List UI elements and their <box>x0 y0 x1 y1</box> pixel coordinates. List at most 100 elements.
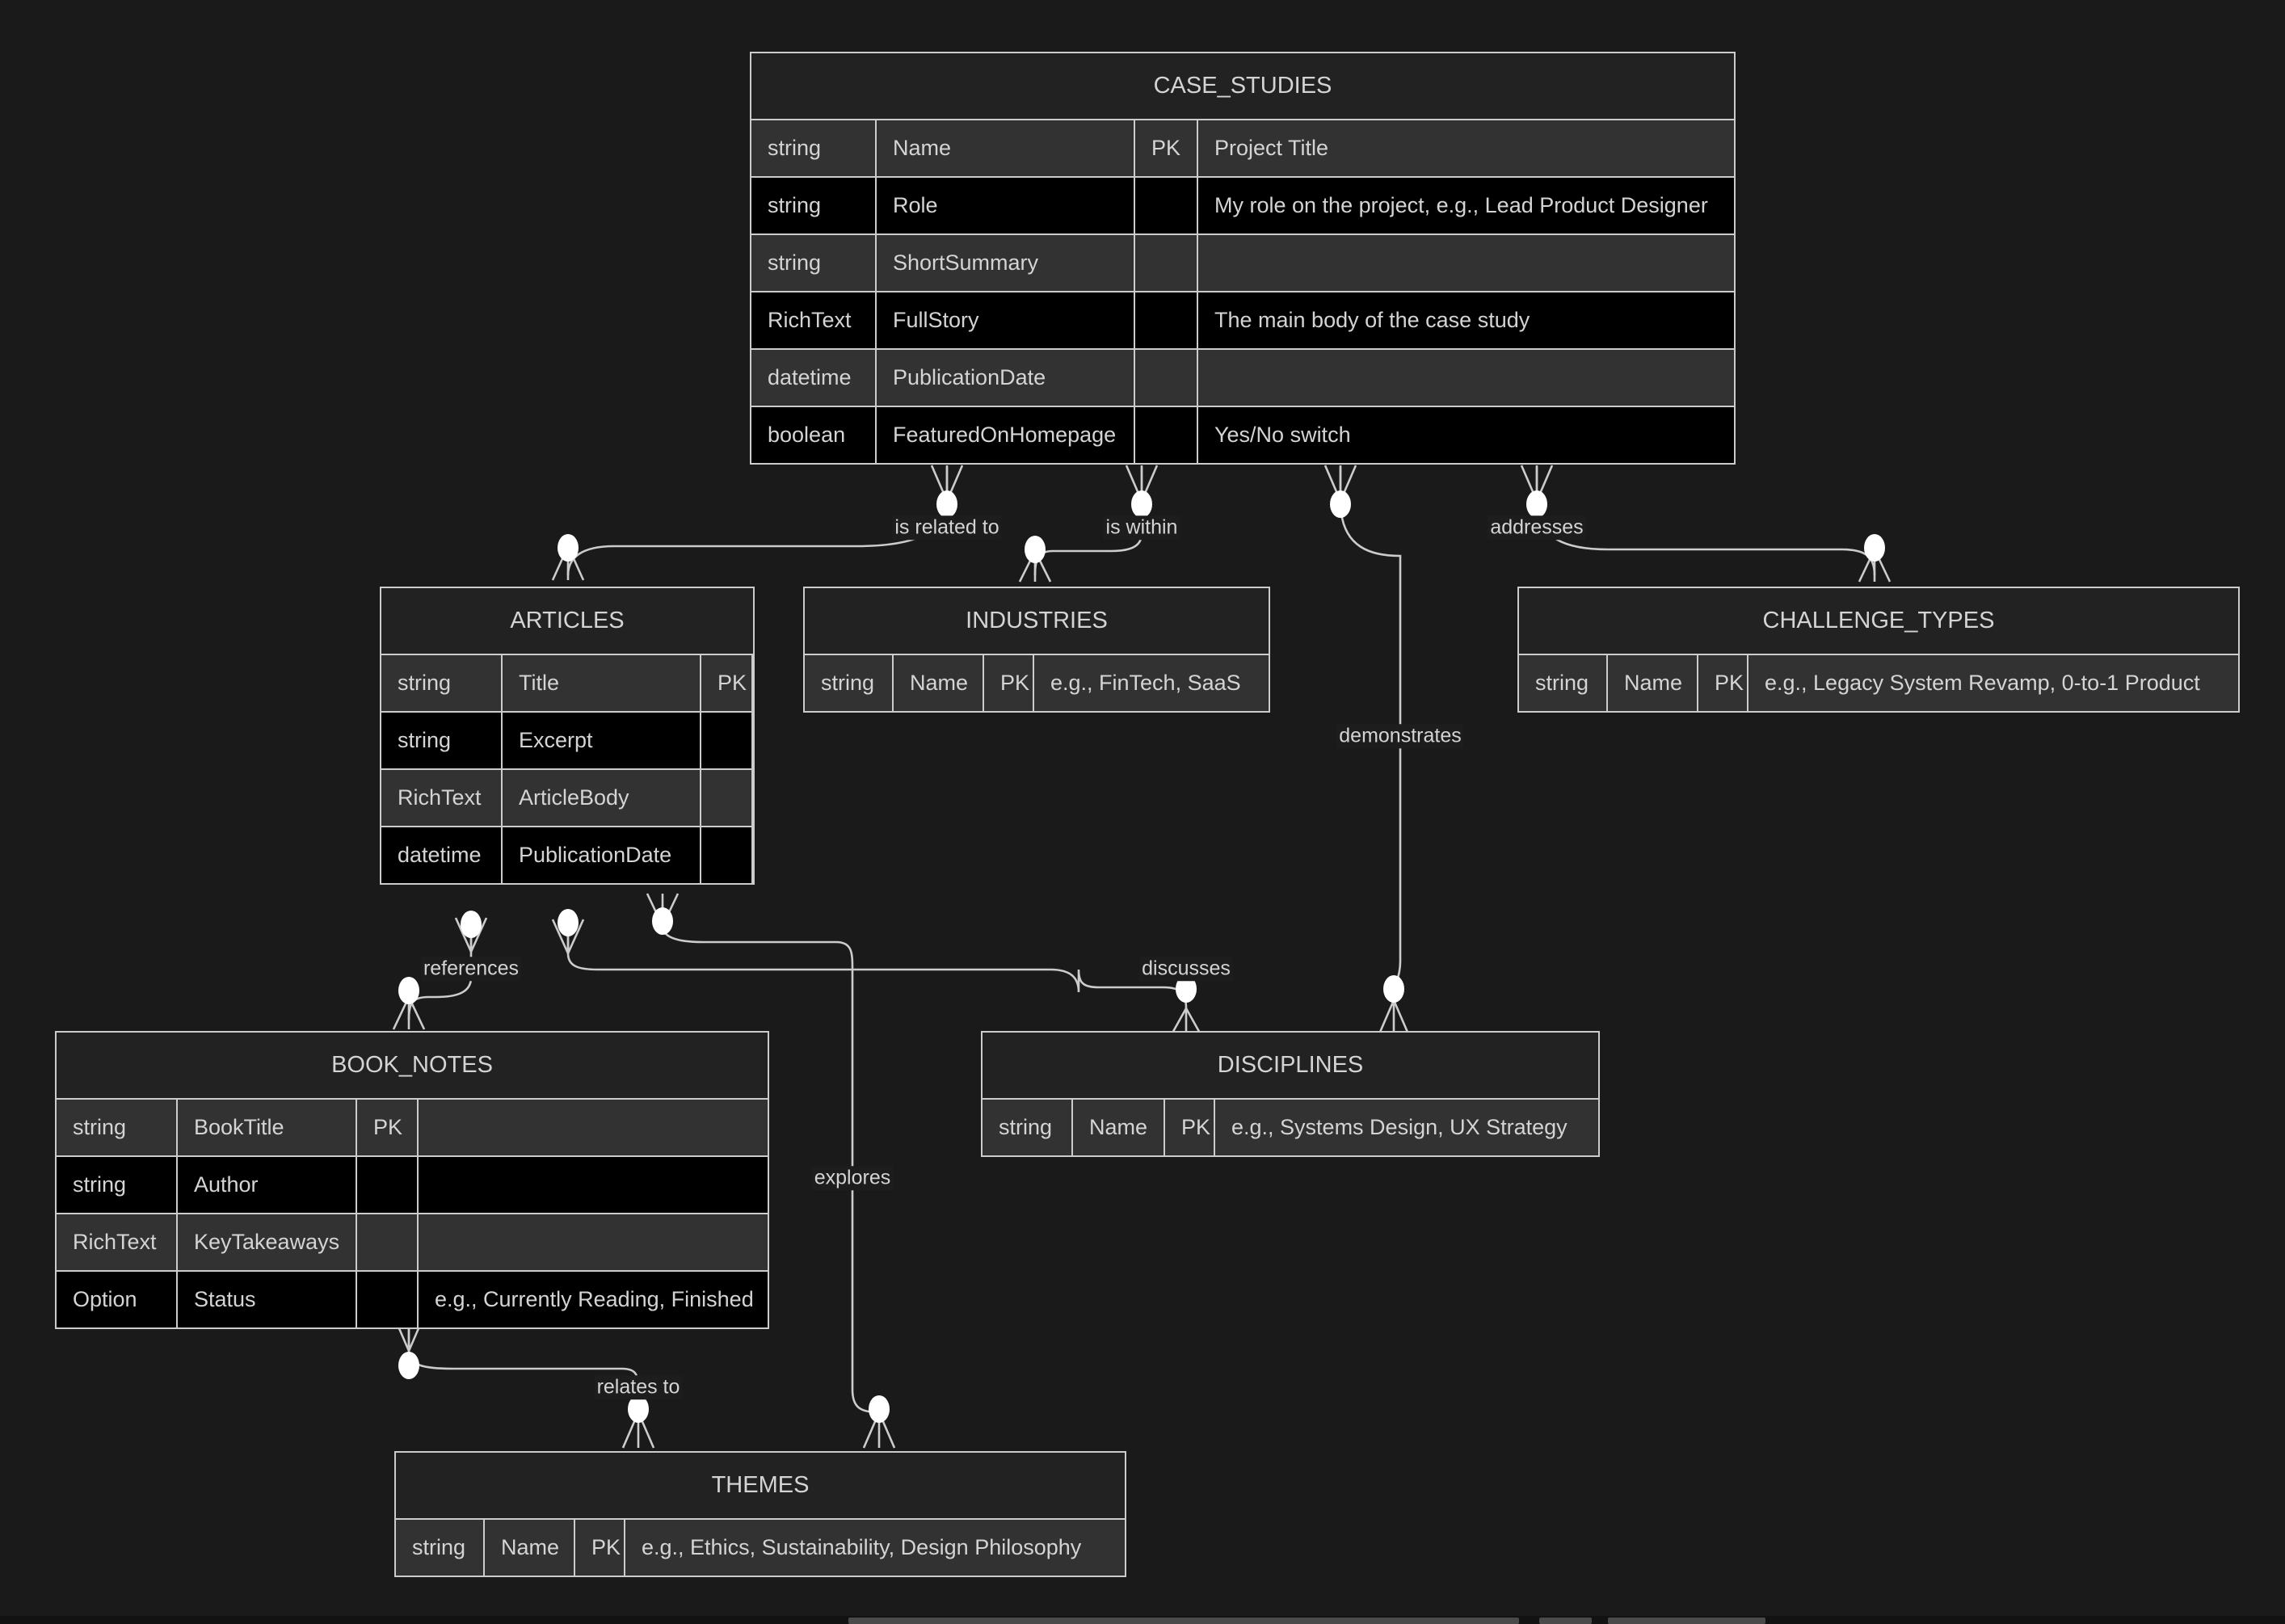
attribute-comment: e.g., Ethics, Sustainability, Design Phi… <box>642 1535 1082 1559</box>
attribute-comment <box>1198 235 1734 291</box>
entity-title-book_notes: BOOK_NOTES <box>57 1033 768 1100</box>
attribute-comment <box>753 655 785 711</box>
attribute-key: PK <box>1165 1100 1215 1156</box>
attribute-key: PK <box>1698 655 1748 712</box>
rel-relates-to-label: relates to <box>594 1375 683 1399</box>
attribute-comment: Yes/No switch <box>1214 423 1351 448</box>
rel-addresses-label: addresses <box>1488 515 1586 540</box>
attribute-comment <box>1198 350 1734 406</box>
attribute-comment <box>753 827 785 883</box>
attribute-key <box>1135 178 1198 234</box>
attribute-comment: e.g., FinTech, SaaS <box>1050 671 1241 695</box>
attribute-field: Status <box>178 1272 357 1328</box>
rel-demonstrates-label: demonstrates <box>1336 724 1464 748</box>
attribute-field: ShortSummary <box>877 235 1135 292</box>
attribute-key <box>1135 292 1198 349</box>
attribute-field: Title <box>503 655 701 712</box>
attribute-comment: e.g., Systems Design, UX Strategy <box>1231 1115 1568 1139</box>
attribute-comment <box>419 1214 768 1270</box>
attribute-field: KeyTakeaways <box>178 1214 357 1271</box>
attribute-field: Author <box>178 1157 357 1214</box>
attribute-field: FullStory <box>877 292 1135 349</box>
attribute-type: datetime <box>381 827 503 884</box>
attribute-type: string <box>57 1100 178 1156</box>
bottom-toolbar-strip[interactable] <box>0 1616 2285 1624</box>
toolbar-segment-2[interactable] <box>1608 1618 1765 1624</box>
attribute-field: Name <box>1608 655 1698 712</box>
attribute-key <box>701 713 753 769</box>
attribute-type: boolean <box>751 407 877 464</box>
attribute-comment <box>419 1100 768 1155</box>
attribute-key: PK <box>575 1520 625 1576</box>
attribute-key <box>357 1157 419 1214</box>
attribute-field: Name <box>894 655 984 712</box>
attribute-key <box>357 1272 419 1328</box>
attribute-key <box>1135 350 1198 406</box>
attribute-comment: e.g., Currently Reading, Finished <box>435 1287 754 1312</box>
attribute-type: datetime <box>751 350 877 406</box>
rel-is-related-to-label: is related to <box>892 515 1002 540</box>
attribute-type: string <box>396 1520 485 1576</box>
attribute-type: string <box>751 120 877 177</box>
attribute-key: PK <box>357 1100 419 1156</box>
entity-title-themes: THEMES <box>396 1453 1125 1520</box>
attribute-field: Role <box>877 178 1135 234</box>
attribute-type: Option <box>57 1272 178 1328</box>
rel-references-label: references <box>420 957 522 981</box>
attribute-type: string <box>1519 655 1608 712</box>
attribute-field: BookTitle <box>178 1100 357 1156</box>
entity-title-challenge_types: CHALLENGE_TYPES <box>1519 588 2238 655</box>
entity-title-disciplines: DISCIPLINES <box>983 1033 1598 1100</box>
attribute-type: string <box>57 1157 178 1214</box>
attribute-type: RichText <box>381 770 503 827</box>
attribute-field: Name <box>877 120 1135 177</box>
attribute-comment: e.g., Legacy System Revamp, 0-to-1 Produ… <box>1765 671 2200 695</box>
attribute-field: Excerpt <box>503 713 701 769</box>
attribute-field: PublicationDate <box>503 827 701 884</box>
entity-title-industries: INDUSTRIES <box>805 588 1269 655</box>
attribute-comment: Project Title <box>1214 136 1329 160</box>
toolbar-segment-1[interactable] <box>1539 1618 1592 1624</box>
attribute-key: PK <box>701 655 753 712</box>
attribute-comment <box>753 713 785 768</box>
attribute-key: PK <box>1135 120 1198 177</box>
attribute-key <box>1135 407 1198 464</box>
entity-title-case_studies: CASE_STUDIES <box>751 53 1734 120</box>
toolbar-segment-0[interactable] <box>848 1618 1519 1624</box>
attribute-field: FeaturedOnHomepage <box>877 407 1135 464</box>
attribute-key <box>701 827 753 884</box>
attribute-field: PublicationDate <box>877 350 1135 406</box>
attribute-comment: The main body of the case study <box>1214 308 1530 333</box>
attribute-type: string <box>381 655 503 712</box>
rel-is-within-label: is within <box>1103 515 1180 540</box>
attribute-type: string <box>751 178 877 234</box>
attribute-type: string <box>805 655 894 712</box>
attribute-comment <box>753 770 785 826</box>
